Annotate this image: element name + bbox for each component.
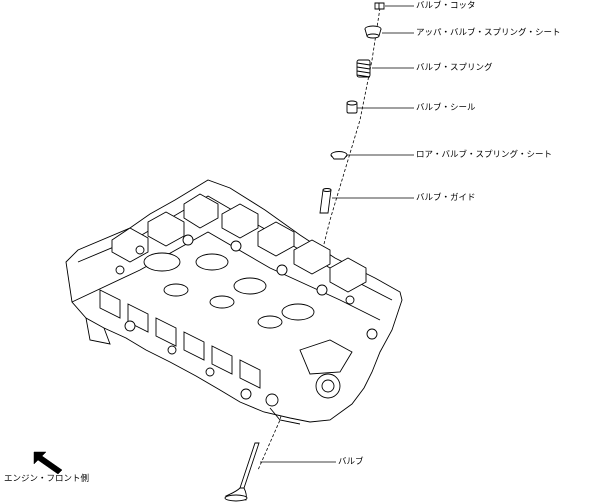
valve-part xyxy=(224,442,260,502)
label-valve-seal: バルブ・シール xyxy=(416,103,476,113)
label-valve-cotter: バルブ・コッタ xyxy=(416,1,476,11)
valve-seal-part xyxy=(346,100,358,114)
cylinder-head-block xyxy=(65,179,403,425)
valve-cotter-part xyxy=(374,2,385,10)
lower-spring-seat-part xyxy=(330,151,348,160)
leader-lines xyxy=(260,5,414,463)
label-valve-spring: バルブ・スプリング xyxy=(416,63,493,73)
label-valve: バルブ xyxy=(338,457,364,467)
label-lower-spring-seat: ロア・バルブ・スプリング・シート xyxy=(416,150,553,160)
engine-front-label: エンジン・フロント側 xyxy=(4,474,90,484)
front-arrow-icon xyxy=(33,451,63,475)
valve-spring-part xyxy=(356,59,371,78)
label-upper-spring-seat: アッパ・バルブ・スプリング・シート xyxy=(416,28,561,38)
valve-guide-part xyxy=(319,188,332,214)
label-valve-guide: バルブ・ガイド xyxy=(416,193,476,203)
upper-spring-seat-part xyxy=(364,25,382,39)
